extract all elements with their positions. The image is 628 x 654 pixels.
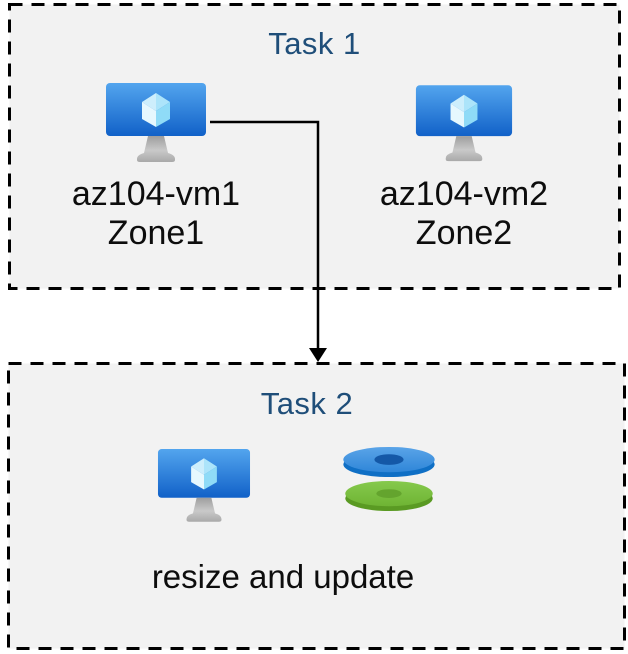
vm1-group: az104-vm1 Zone1	[56, 83, 256, 253]
task2-panel	[7, 362, 626, 650]
arrow-down-connector	[210, 120, 327, 362]
disks-icon	[343, 446, 435, 512]
vm-cube	[450, 94, 478, 128]
vm-cube	[142, 93, 170, 127]
vm2-group: az104-vm2 Zone2	[364, 85, 564, 253]
vm-icon	[157, 449, 251, 522]
task2-title: Task 2	[260, 386, 354, 421]
task2-caption: resize and update	[151, 558, 415, 595]
vm-stand	[137, 136, 175, 162]
vm-name: az104-vm2	[379, 175, 549, 213]
vm-icon	[415, 85, 513, 162]
vm-zone: Zone2	[415, 214, 513, 252]
task1-title: Task 1	[268, 26, 361, 61]
task1-panel	[8, 3, 621, 290]
vm-zone: Zone1	[107, 214, 205, 252]
disk-blue	[343, 446, 435, 478]
vm-stand	[445, 136, 483, 162]
vm-cube	[191, 458, 217, 490]
vm-icon	[106, 83, 206, 162]
disk-green	[345, 480, 433, 512]
vm-stand	[186, 497, 222, 522]
vm-name: az104-vm1	[71, 175, 241, 213]
